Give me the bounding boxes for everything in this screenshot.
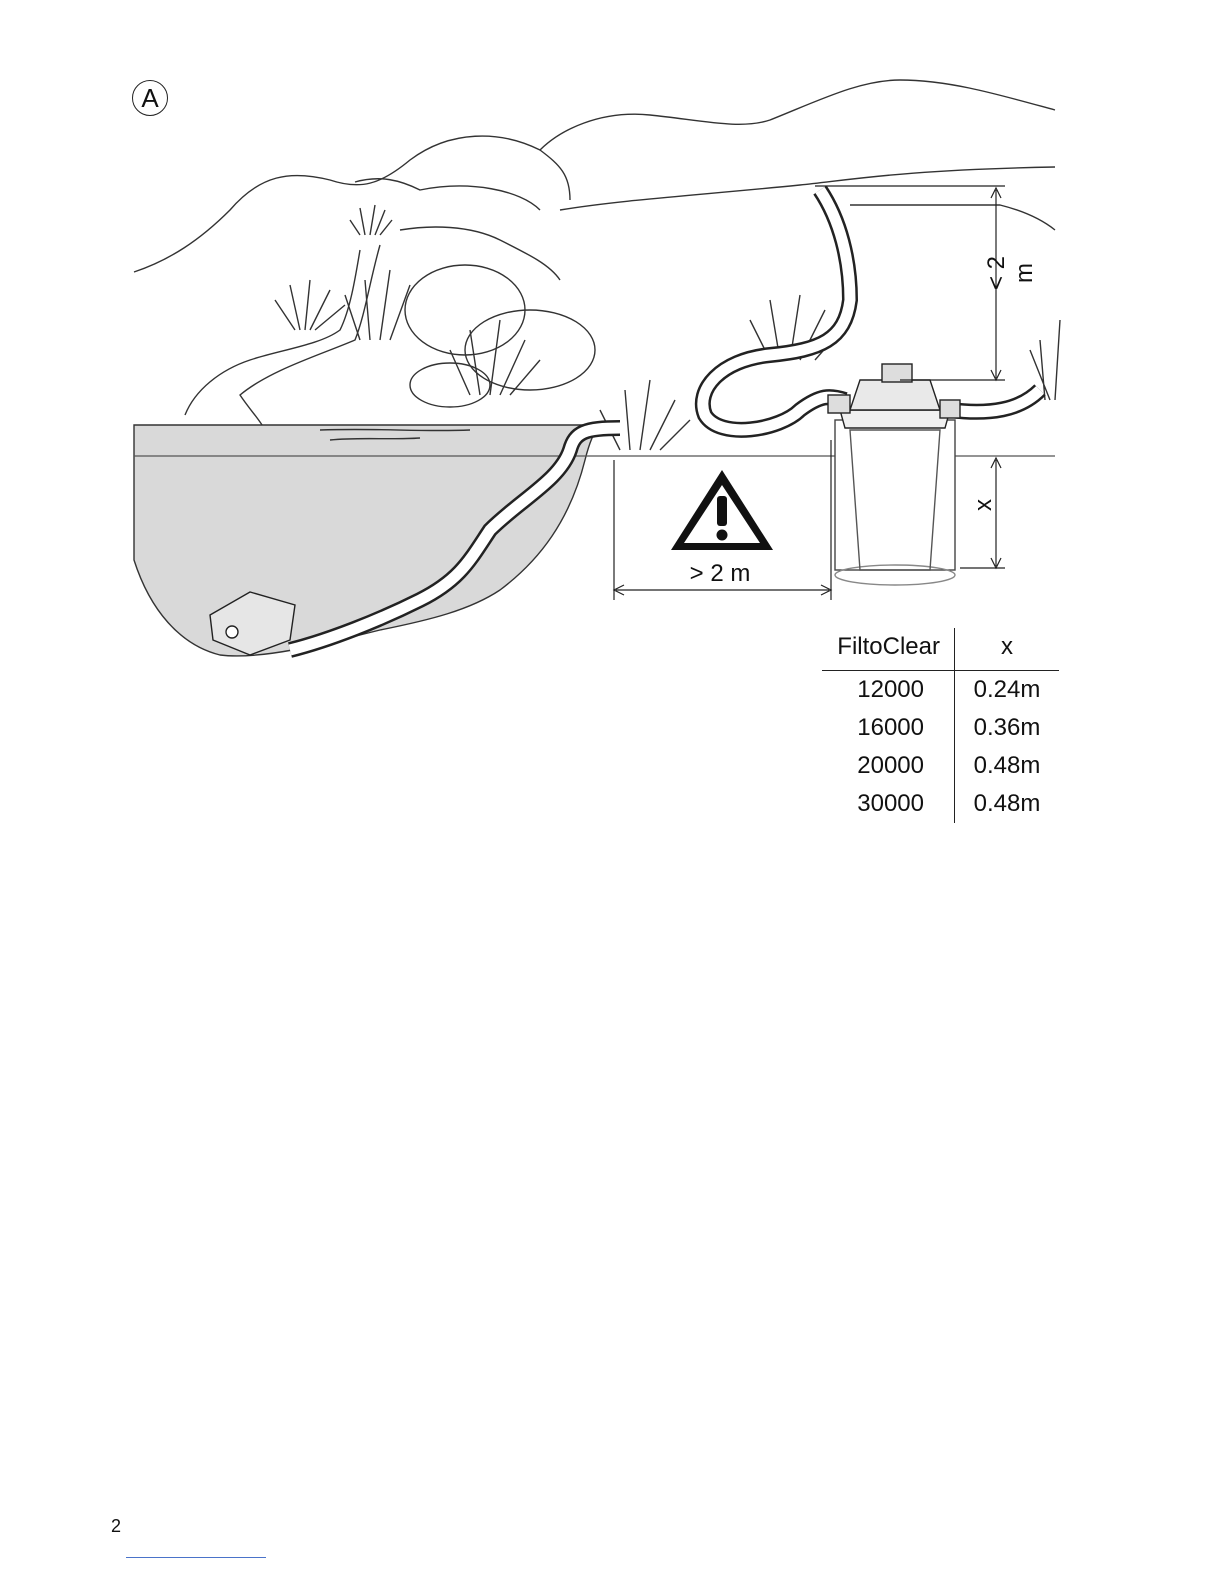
- figure-label: A: [132, 80, 168, 116]
- height-dimension-label: < 2 m: [983, 243, 1013, 303]
- distance-dimension-label: > 2 m: [660, 560, 780, 588]
- table-header-row: FiltoClear x: [822, 628, 1059, 671]
- column-header-model: FiltoClear: [822, 628, 955, 671]
- hill-outline: [134, 80, 1055, 272]
- filter-icon: [828, 364, 960, 585]
- x-cell: 0.48m: [955, 747, 1060, 785]
- model-cell: 20000: [822, 747, 955, 785]
- x-cell: 0.24m: [955, 671, 1060, 710]
- x-cell: 0.48m: [955, 785, 1060, 823]
- table-row: 30000 0.48m: [822, 785, 1059, 823]
- table-row: 12000 0.24m: [822, 671, 1059, 710]
- model-cell: 16000: [822, 709, 955, 747]
- footer-rule: [126, 1557, 266, 1558]
- model-cell: 12000: [822, 671, 955, 710]
- filter-depth-table: FiltoClear x 12000 0.24m 16000 0.36m 200…: [822, 628, 1059, 823]
- x-cell: 0.36m: [955, 709, 1060, 747]
- column-header-x: x: [955, 628, 1060, 671]
- table-row: 16000 0.36m: [822, 709, 1059, 747]
- depth-dimension-label: x: [970, 490, 1000, 520]
- warning-triangle-icon: [671, 470, 773, 550]
- page-number: 2: [111, 1516, 121, 1537]
- table-row: 20000 0.48m: [822, 747, 1059, 785]
- model-cell: 30000: [822, 785, 955, 823]
